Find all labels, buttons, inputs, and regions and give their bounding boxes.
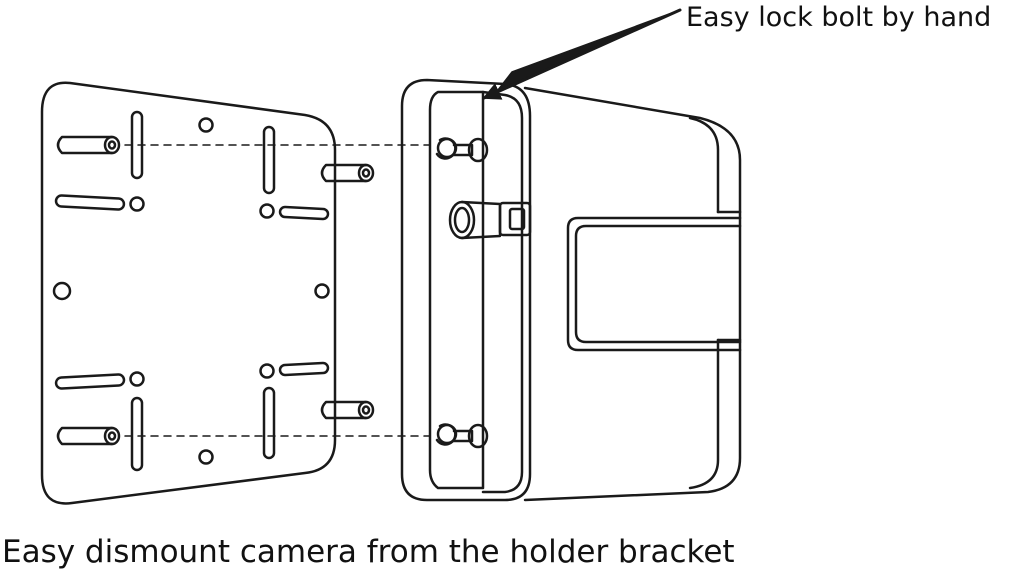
thumbscrew-bottom [435,423,489,449]
plate-slot-horizontal [54,194,126,211]
plate-slot-horizontal [278,205,330,221]
plate-slot-horizontal [54,373,126,390]
thumbscrew-top [435,137,489,163]
lock-bolt-callout-label: Easy lock bolt by hand [686,2,992,33]
plate-hole [129,371,145,387]
plate-slot-vertical [262,386,276,460]
callout-arrow [482,8,682,100]
plate-hole [314,283,330,299]
bracket-arm-slot [566,216,742,352]
latch-knob [448,200,532,240]
plate-hole [259,203,275,219]
bracket-body [523,86,742,502]
mounting-plate [40,81,375,505]
plate-stud [56,426,121,446]
plate-hole [129,196,145,212]
plate-slot-horizontal [278,361,330,377]
bracket-front-face [400,78,532,502]
plate-hole [52,281,72,301]
plate-slot-vertical [130,396,144,472]
plate-slot-vertical [262,125,276,195]
plate-stud [320,163,375,183]
plate-hole [198,117,214,133]
bracket-body-edge [688,116,720,490]
diagram-caption: Easy dismount camera from the holder bra… [2,534,735,570]
holder-bracket [400,78,742,502]
plate-hole [259,363,275,379]
plate-hole [198,449,214,465]
plate-stud [320,400,375,420]
plate-stud [56,135,121,155]
plate-outline [40,81,337,505]
